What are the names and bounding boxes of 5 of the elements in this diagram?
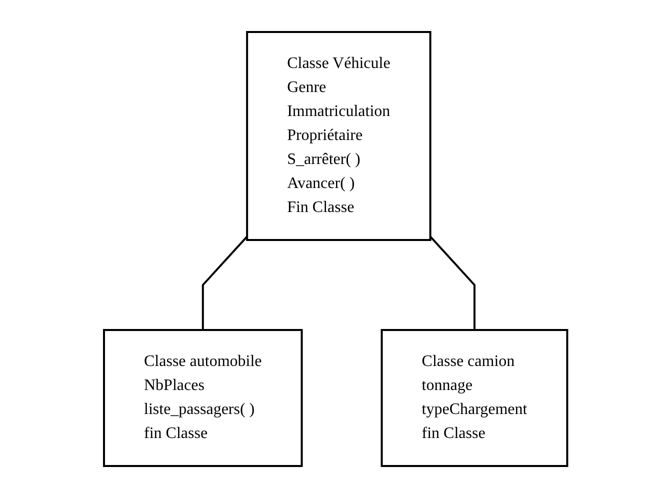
- node-box: Classe Véhicule Genre Immatriculation Propriétaire S_arrêter( ) Avancer( ) Fin Classe: [246, 31, 432, 241]
- connector: [202, 236, 248, 330]
- node-box: Classe automobile NbPlaces liste_passagers( ) fin Classe: [103, 329, 304, 467]
- connector: [430, 236, 476, 330]
- node-box: Classe camion tonnage typeChargement fin Classe: [381, 329, 569, 467]
